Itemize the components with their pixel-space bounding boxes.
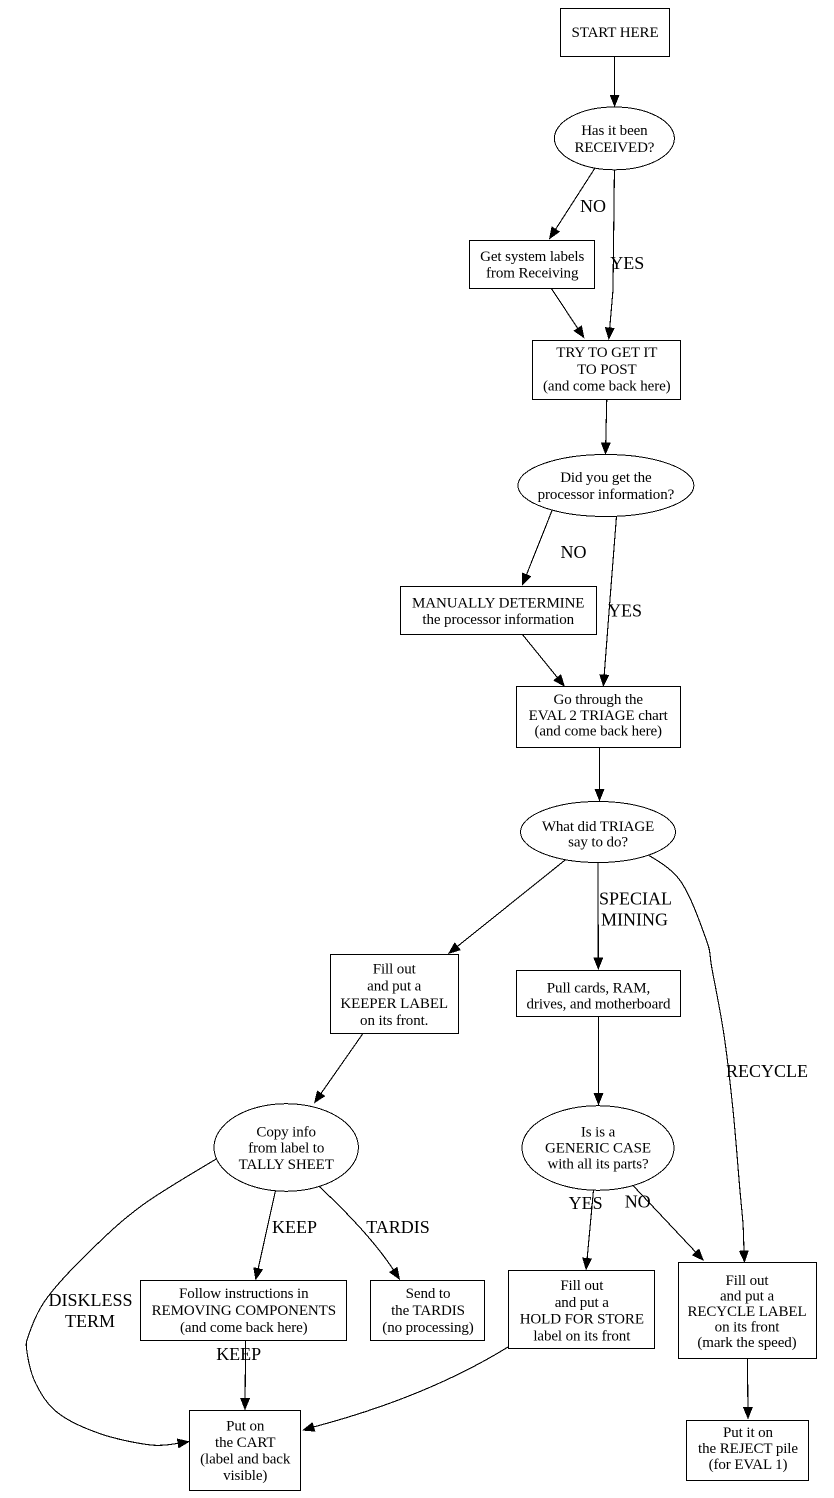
svg-text:Is is a: Is is a <box>581 1124 616 1140</box>
svg-text:NO: NO <box>580 196 606 216</box>
svg-text:RECEIVED?: RECEIVED? <box>574 140 654 156</box>
svg-text:say to do?: say to do? <box>568 835 628 851</box>
svg-text:EVAL 2 TRIAGE chart: EVAL 2 TRIAGE chart <box>529 708 669 724</box>
svg-text:What did TRIAGE: What did TRIAGE <box>542 819 654 835</box>
svg-text:(for EVAL 1): (for EVAL 1) <box>709 1457 788 1473</box>
svg-text:KEEP: KEEP <box>272 1217 317 1237</box>
svg-text:on its front.: on its front. <box>360 1013 428 1029</box>
svg-text:the processor information: the processor information <box>422 612 574 628</box>
svg-text:KEEPER LABEL: KEEPER LABEL <box>340 996 448 1012</box>
svg-text:visible): visible) <box>223 1468 267 1484</box>
svg-text:Pull cards, RAM,: Pull cards, RAM, <box>547 981 650 997</box>
svg-text:(and come back here): (and come back here) <box>543 379 671 395</box>
svg-text:processor information?: processor information? <box>538 487 675 503</box>
svg-text:NO: NO <box>561 542 587 562</box>
svg-text:the TARDIS: the TARDIS <box>391 1303 465 1319</box>
svg-text:(label and back: (label and back <box>200 1452 291 1468</box>
svg-text:from label to: from label to <box>248 1141 324 1157</box>
svg-text:label on its front: label on its front <box>533 1329 631 1345</box>
svg-text:and put a: and put a <box>720 1289 775 1305</box>
svg-text:START HERE: START HERE <box>571 25 658 41</box>
svg-text:YES: YES <box>569 1193 603 1213</box>
svg-text:Has it been: Has it been <box>581 123 648 139</box>
svg-text:KEEP: KEEP <box>216 1344 261 1364</box>
svg-text:YES: YES <box>608 600 642 620</box>
svg-text:and put a: and put a <box>555 1295 610 1311</box>
svg-text:TRY TO GET IT: TRY TO GET IT <box>556 345 657 361</box>
svg-text:with all its parts?: with all its parts? <box>548 1157 649 1173</box>
svg-text:Copy info: Copy info <box>256 1124 316 1140</box>
svg-text:TALLY SHEET: TALLY SHEET <box>239 1157 334 1173</box>
svg-text:MANUALLY DETERMINE: MANUALLY DETERMINE <box>412 596 584 612</box>
svg-text:DISKLESS: DISKLESS <box>48 1290 132 1310</box>
svg-text:Follow instructions in: Follow instructions in <box>179 1286 309 1302</box>
svg-text:Fill out: Fill out <box>373 962 417 978</box>
svg-text:YES: YES <box>610 253 644 273</box>
svg-text:HOLD FOR STORE: HOLD FOR STORE <box>520 1312 644 1328</box>
svg-text:Did you get the: Did you get the <box>560 470 652 486</box>
svg-text:RECYCLE: RECYCLE <box>726 1061 808 1081</box>
svg-text:the REJECT pile: the REJECT pile <box>698 1441 798 1457</box>
svg-text:TO POST: TO POST <box>577 362 636 378</box>
svg-text:(and come back here): (and come back here) <box>180 1320 308 1336</box>
svg-text:from Receiving: from Receiving <box>486 266 579 282</box>
svg-text:(no processing): (no processing) <box>382 1320 473 1336</box>
svg-text:Get system labels: Get system labels <box>480 249 584 265</box>
svg-text:MINING: MINING <box>601 910 668 930</box>
svg-text:GENERIC CASE: GENERIC CASE <box>545 1140 651 1156</box>
svg-text:SPECIAL: SPECIAL <box>599 889 672 909</box>
svg-text:(mark the speed): (mark the speed) <box>697 1335 796 1351</box>
svg-text:TARDIS: TARDIS <box>366 1217 430 1237</box>
svg-text:drives, and motherboard: drives, and motherboard <box>527 996 672 1012</box>
svg-text:Go through the: Go through the <box>553 692 643 708</box>
svg-text:Put on: Put on <box>226 1419 265 1435</box>
svg-text:Fill out: Fill out <box>560 1278 604 1294</box>
svg-text:RECYCLE LABEL: RECYCLE LABEL <box>687 1304 806 1320</box>
svg-text:Fill out: Fill out <box>726 1273 770 1289</box>
svg-text:NO: NO <box>625 1192 651 1212</box>
svg-text:and put a: and put a <box>367 979 422 995</box>
svg-text:REMOVING COMPONENTS: REMOVING COMPONENTS <box>152 1303 336 1319</box>
svg-text:Put it on: Put it on <box>723 1425 774 1441</box>
svg-text:TERM: TERM <box>65 1311 115 1331</box>
svg-text:the CART: the CART <box>215 1435 275 1451</box>
svg-text:(and come back here): (and come back here) <box>534 724 662 740</box>
svg-text:on its front: on its front <box>715 1320 781 1336</box>
svg-text:Send to: Send to <box>406 1286 451 1302</box>
